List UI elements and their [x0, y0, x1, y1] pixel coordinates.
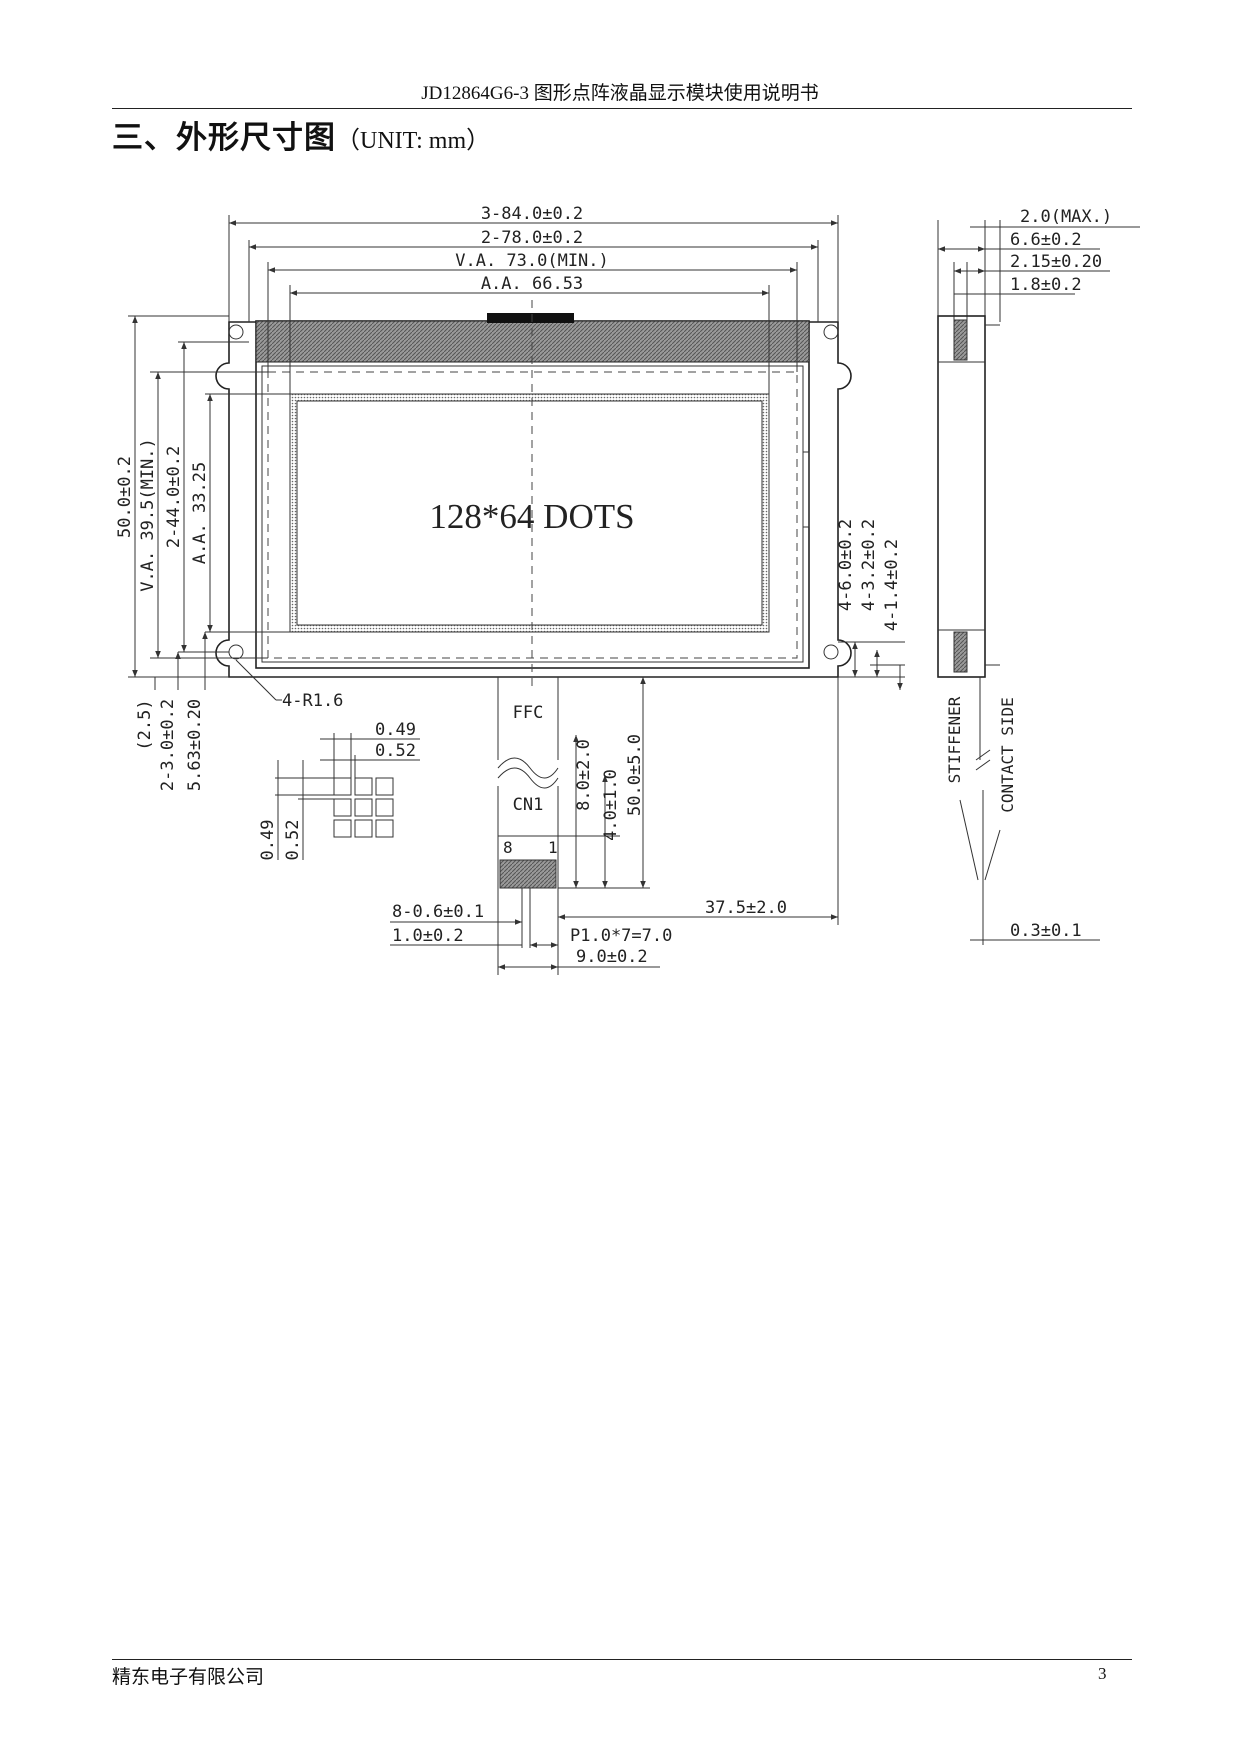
dim-pin-width: 8-0.6±0.1: [392, 902, 484, 922]
center-label: 128*64 DOTS: [429, 497, 634, 536]
cn1-label: CN1: [513, 795, 544, 815]
right-dimensions: 4-6.0±0.2 4-3.2±0.2 4-1.4±0.2: [836, 519, 905, 690]
dim-bottom-5-63: 5.63±0.20: [185, 699, 205, 791]
ffc-contacts: [499, 859, 557, 889]
dim-hole-6: 4-6.0±0.2: [836, 519, 856, 611]
dim-hole-3: 4-3.2±0.2: [859, 519, 879, 611]
dim-ffc-thickness: 0.3±0.1: [1010, 921, 1082, 941]
footer-rule: [112, 1659, 1132, 1660]
dim-bottom-2-5: (2.5): [135, 699, 155, 750]
dim-hole-pitch-y: 2-44.0±0.2: [164, 446, 184, 548]
dim-ffc-offset: 37.5±2.0: [705, 898, 787, 918]
ffc-label: FFC: [513, 703, 544, 723]
dim-side-thickness: 6.6±0.2: [1010, 230, 1082, 250]
dim-ffc-4: 4.0±1.0: [601, 769, 621, 841]
pin-1-label: 1: [548, 838, 558, 857]
bottom-dimensions: 8-0.6±0.1 37.5±2.0 1.0±0.2 P1.0*7=7.0 9.…: [390, 677, 839, 975]
header-rule: [112, 108, 1132, 109]
dim-pixel-h2: 0.52: [283, 820, 303, 861]
section-title-text: 三、外形尺寸图: [112, 120, 336, 156]
mounting-hole-tl: [228, 324, 244, 340]
dim-hole-1: 4-1.4±0.2: [882, 539, 902, 631]
dim-corner-radius: 4-R1.6: [282, 691, 343, 711]
document-header: JD12864G6-3 图形点阵液晶显示模块使用说明书: [421, 83, 819, 104]
active-area: [296, 400, 763, 626]
contact-side-label: CONTACT SIDE: [998, 697, 1017, 813]
top-connector-block: [487, 313, 574, 323]
ffc-cable: FFC CN1 8 1: [497, 677, 559, 889]
dim-side-panel: 1.8±0.2: [1010, 275, 1082, 295]
hatched-top-band: [255, 320, 810, 363]
pin-8-label: 8: [503, 838, 513, 857]
stiffener-label: STIFFENER: [945, 696, 964, 783]
bottom-left-dimensions: (2.5) 2-3.0±0.2 5.63±0.20: [135, 632, 208, 791]
side-view: 2.0(MAX.) 6.6±0.2 2.15±0.20 1.8±0.2 0.3±…: [937, 207, 1140, 945]
top-dimensions: 3-84.0±0.2 2-78.0±0.2 V.A. 73.0(MIN.) A.…: [228, 204, 839, 394]
mounting-hole-tr: [823, 324, 839, 340]
section-unit: （UNIT: mm）: [336, 128, 491, 154]
dim-pixel-w1: 0.49: [375, 720, 416, 740]
dim-overall-height: 50.0±0.2: [115, 456, 135, 538]
footer-company: 精东电子有限公司: [112, 1666, 265, 1688]
side-tab: [802, 451, 810, 528]
dim-ffc-50: 50.0±5.0: [625, 734, 645, 816]
dim-side-max: 2.0(MAX.): [1020, 207, 1112, 227]
pixel-detail: 0.49 0.52 0.49 0.52: [258, 720, 420, 860]
dim-ffc-8: 8.0±2.0: [574, 739, 594, 811]
dim-pixel-h1: 0.49: [258, 820, 278, 861]
dim-pin-1: 1.0±0.2: [392, 926, 464, 946]
mounting-hole-br: [823, 644, 839, 660]
dim-aa-height: A.A. 33.25: [190, 462, 210, 564]
dim-pixel-w2: 0.52: [375, 741, 416, 761]
dim-ffc-width: 9.0±0.2: [576, 947, 648, 967]
section-title: 三、外形尺寸图（UNIT: mm）: [112, 112, 490, 157]
dim-va-height: V.A. 39.5(MIN.): [138, 438, 158, 592]
mounting-hole-bl: [228, 644, 244, 660]
left-dimensions: 50.0±0.2 V.A. 39.5(MIN.) 2-44.0±0.2 A.A.…: [115, 315, 290, 678]
dim-hole-pitch-x: 2-78.0±0.2: [481, 228, 583, 248]
dim-pitch: P1.0*7=7.0: [570, 926, 672, 946]
dim-side-glass: 2.15±0.20: [1010, 252, 1102, 272]
ffc-dimensions: 8.0±2.0 4.0±1.0 50.0±5.0: [558, 677, 650, 889]
dim-overall-width: 3-84.0±0.2: [481, 204, 583, 224]
dim-aa-width: A.A. 66.53: [481, 274, 583, 294]
dim-va-width: V.A. 73.0(MIN.): [455, 251, 609, 271]
dimension-drawing: 128*64 DOTS 3-84.0±0.2 2-78.0±0.2 V.A. 7…: [115, 204, 1140, 975]
page-number: 3: [1098, 1664, 1107, 1683]
dim-bottom-3-0: 2-3.0±0.2: [158, 699, 178, 791]
radius-leader: [235, 659, 277, 701]
